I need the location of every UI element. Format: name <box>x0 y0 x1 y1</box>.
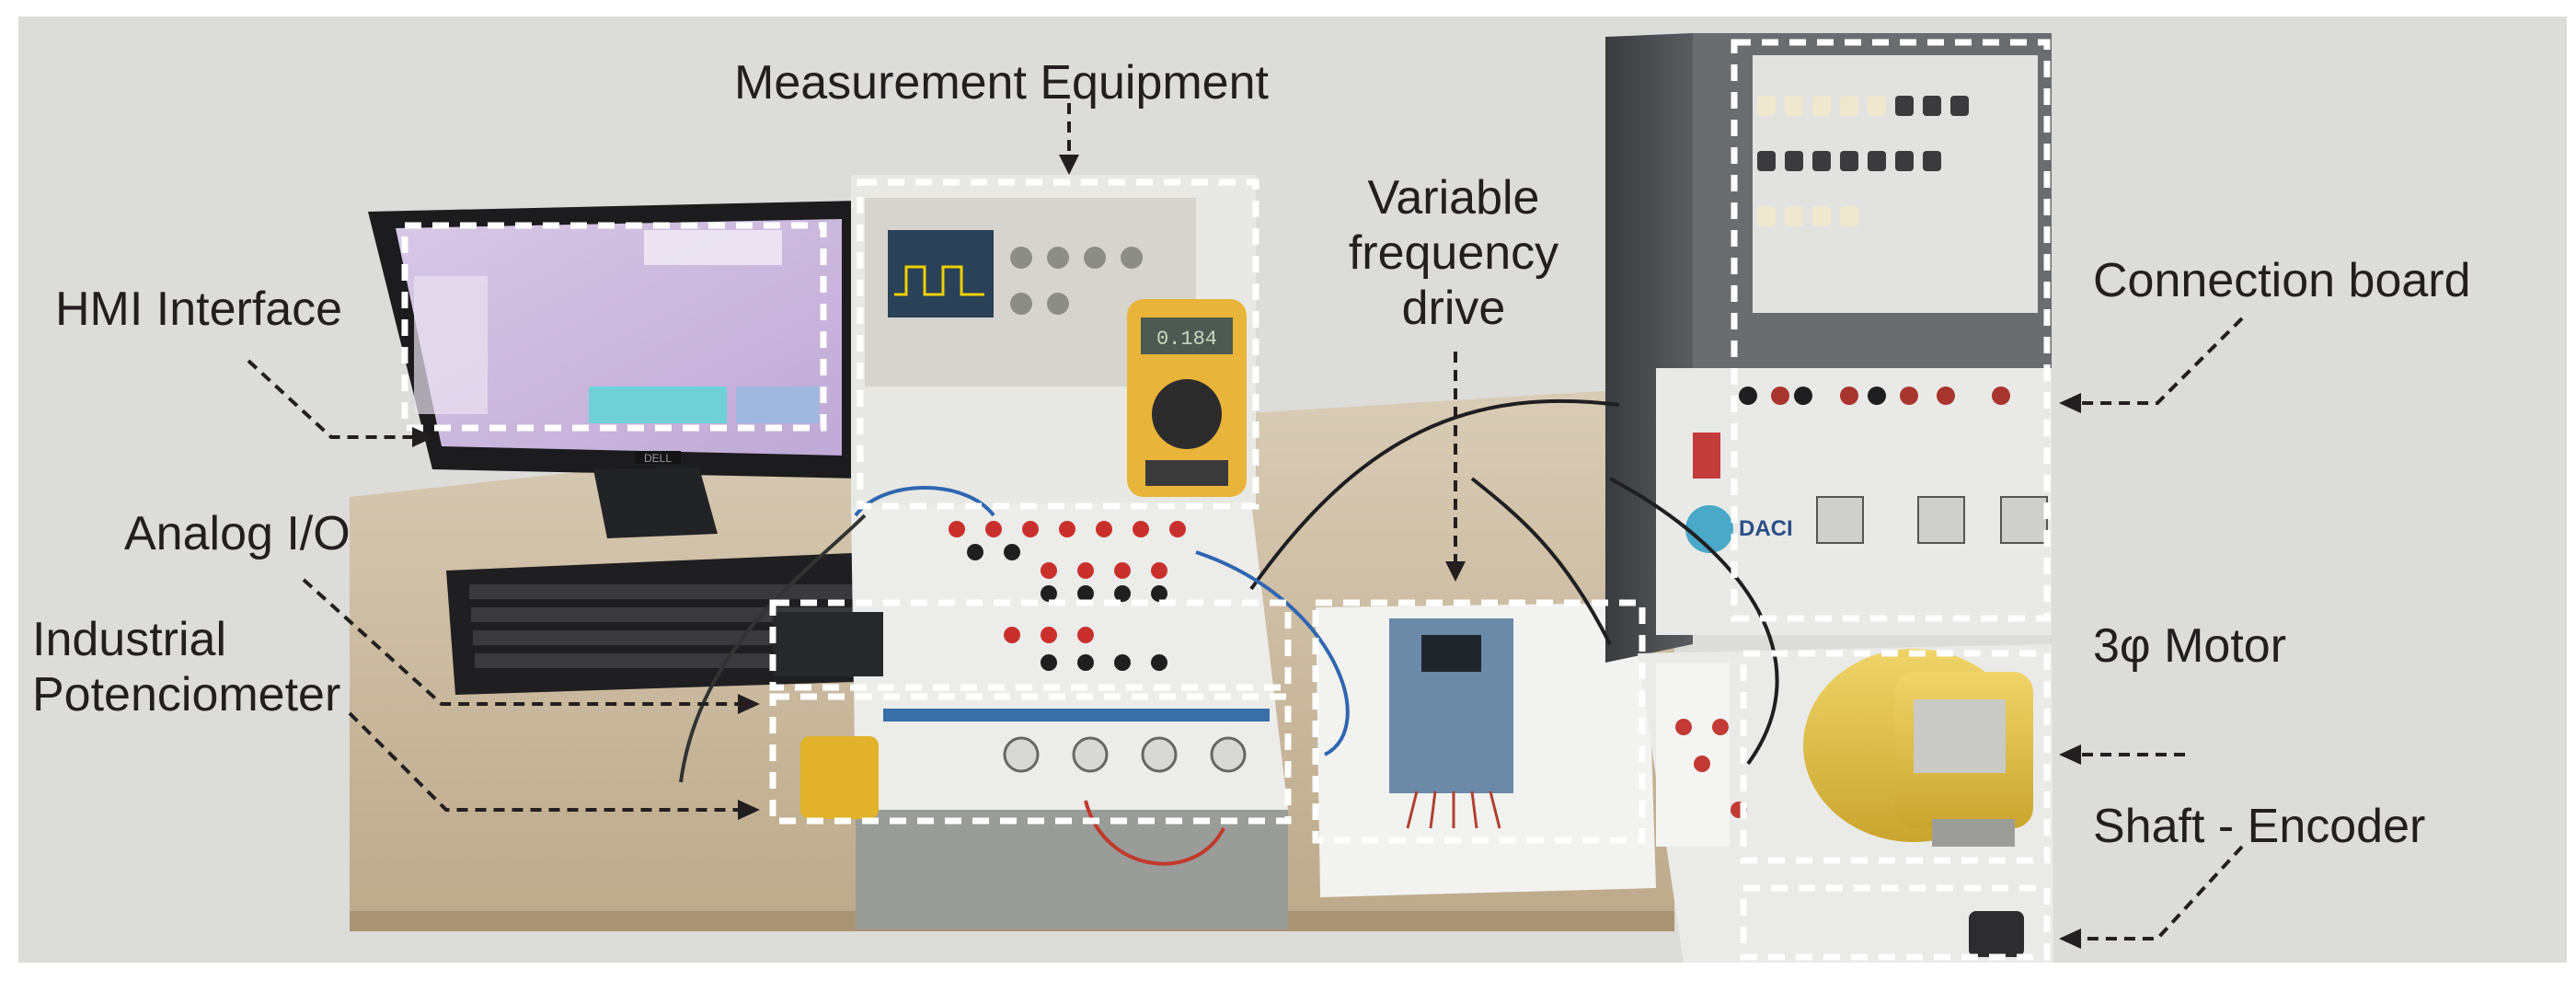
label-motor: 3φ Motor <box>2093 619 2287 673</box>
label-industrial-line1: Industrial <box>32 613 226 666</box>
arrowheads <box>412 155 2081 949</box>
highlight-boxes <box>401 39 2051 961</box>
label-measurement-equipment: Measurement Equipment <box>734 56 1269 110</box>
box-measurement <box>857 179 1259 510</box>
label-hmi-interface: HMI Interface <box>55 283 343 336</box>
lab-board-label: DACI <box>1739 516 1793 541</box>
multimeter: 0.184 <box>1127 299 1247 497</box>
arrows <box>247 103 2244 941</box>
box-vfd <box>1312 599 1646 844</box>
arrowhead-hmi <box>412 427 434 447</box>
arrowhead-potentiometer <box>738 800 760 820</box>
box-analog-io <box>769 599 1292 691</box>
label-shaft-encoder: Shaft - Encoder <box>2093 800 2426 853</box>
box-encoder <box>1740 884 2051 961</box>
label-vfd-line1: Variable <box>1367 171 1540 225</box>
arrowhead-measurement <box>1059 155 1079 175</box>
cabinet: DACI <box>1605 33 2052 663</box>
arrowhead-connection-board <box>2059 393 2081 413</box>
arrow-potentiometer <box>348 711 742 812</box>
monitor: DELL <box>368 201 860 538</box>
arrowhead-encoder <box>2059 929 2081 949</box>
label-vfd-line2: frequency <box>1348 226 1559 280</box>
multimeter-reading: 0.184 <box>1156 328 1217 351</box>
label-analog-io: Analog I/O <box>124 507 351 560</box>
label-connection-board: Connection board <box>2093 254 2471 307</box>
motor <box>1803 649 2033 957</box>
arrowhead-analog-io <box>738 694 760 714</box>
arrowhead-motor <box>2059 744 2081 765</box>
arrow-encoder <box>2081 845 2244 941</box>
label-vfd-line3: drive <box>1401 282 1506 335</box>
arrow-hmi <box>247 359 416 439</box>
vfd-panel <box>1316 603 1656 897</box>
label-industrial-potentiometer: Industrial Potenciometer <box>32 612 340 722</box>
cables <box>679 398 1779 866</box>
label-industrial-line2: Potenciometer <box>32 668 341 721</box>
box-hmi <box>401 222 827 432</box>
control-module <box>773 502 1288 929</box>
monitor-brand: DELL <box>644 452 672 465</box>
box-potentiometer <box>769 693 1292 825</box>
box-motor <box>1740 650 2051 864</box>
arrow-analog-io <box>302 578 742 706</box>
arrow-connection-board <box>2081 317 2244 405</box>
arrowhead-vfd <box>1445 561 1466 582</box>
label-vfd: Variable frequency drive <box>1297 170 1610 336</box>
